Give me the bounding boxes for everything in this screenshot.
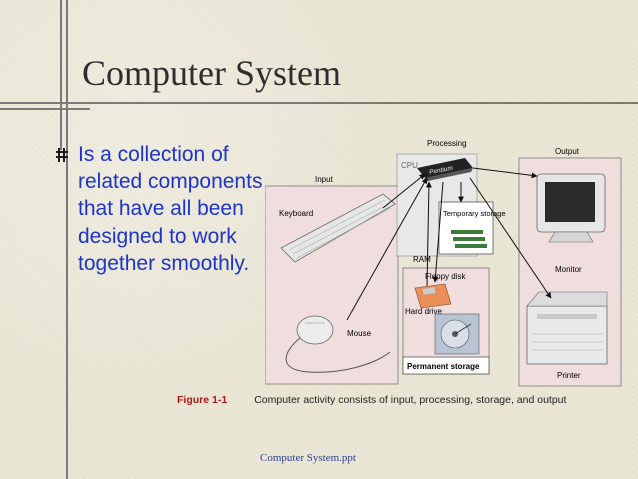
- pentium-chip-icon: Pentium: [417, 158, 473, 182]
- floppy-label: Floppy disk: [425, 272, 466, 281]
- hard-drive-icon: [434, 313, 480, 355]
- flow-arrows: [346, 167, 552, 321]
- ram-icon: [451, 230, 487, 248]
- keyboard-label: Keyboard: [279, 209, 313, 218]
- bullet-icon: [56, 148, 68, 162]
- input-label: Input: [315, 175, 334, 184]
- mouse-icon: [285, 315, 391, 373]
- slide-footer: Computer System.ppt: [260, 452, 356, 464]
- caption-text: Computer activity consists of input, pro…: [254, 394, 567, 406]
- hard-drive-label: Hard drive: [405, 307, 442, 316]
- slide-title: Computer System: [82, 53, 341, 93]
- printer-icon: [526, 291, 608, 365]
- chip-label: Pentium: [429, 165, 454, 177]
- cpu-label: CPU: [401, 161, 418, 170]
- figure-number: Figure 1-1: [177, 394, 228, 406]
- floppy-disk-icon: [414, 283, 452, 309]
- horizontal-rule: [0, 102, 638, 104]
- vertical-rule: [66, 0, 68, 479]
- monitor-label: Monitor: [555, 265, 582, 274]
- monitor-icon: [536, 173, 606, 243]
- permanent-storage-label: Permanent storage: [407, 362, 480, 371]
- output-label: Output: [555, 147, 580, 156]
- printer-label: Printer: [557, 371, 581, 380]
- temporary-storage-label: Temporary storage: [443, 209, 506, 218]
- computer-system-figure: Input Keyboard Mouse Processing CPU Pent…: [265, 139, 622, 387]
- ram-label: RAM: [413, 255, 431, 264]
- input-panel: [265, 185, 399, 385]
- bullet-text: Is a collection of related components th…: [78, 143, 263, 275]
- figure-caption: Figure 1-1 Computer activity consists of …: [177, 394, 566, 406]
- processing-label: Processing: [427, 139, 467, 148]
- vertical-rule-inner: [60, 0, 62, 150]
- horizontal-rule-short: [0, 108, 90, 110]
- keyboard-icon: [280, 193, 396, 263]
- mouse-label: Mouse: [347, 329, 372, 338]
